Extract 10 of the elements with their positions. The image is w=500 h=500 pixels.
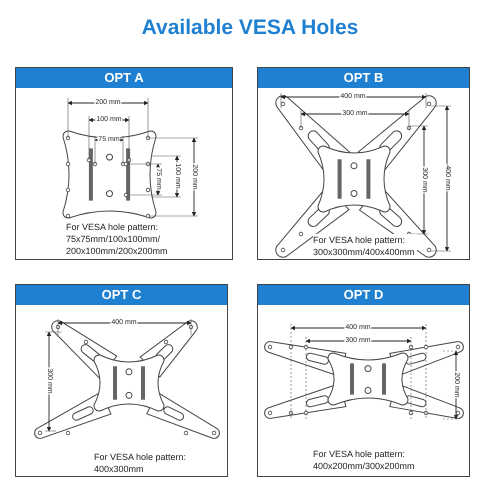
heading: Available VESA Holes: [140, 16, 360, 40]
panel-header: OPT C: [16, 285, 227, 305]
option-panel: [15, 284, 228, 477]
hole-pattern-note: For VESA hole pattern: 300x300mm/400x400mm: [313, 234, 417, 258]
panel-header: OPT A: [16, 68, 232, 88]
option-panel: [257, 284, 470, 477]
option-panel: [15, 67, 233, 260]
panel-header: OPT D: [258, 285, 469, 305]
panel-header: OPT B: [258, 68, 469, 88]
option-panel: [257, 67, 470, 260]
